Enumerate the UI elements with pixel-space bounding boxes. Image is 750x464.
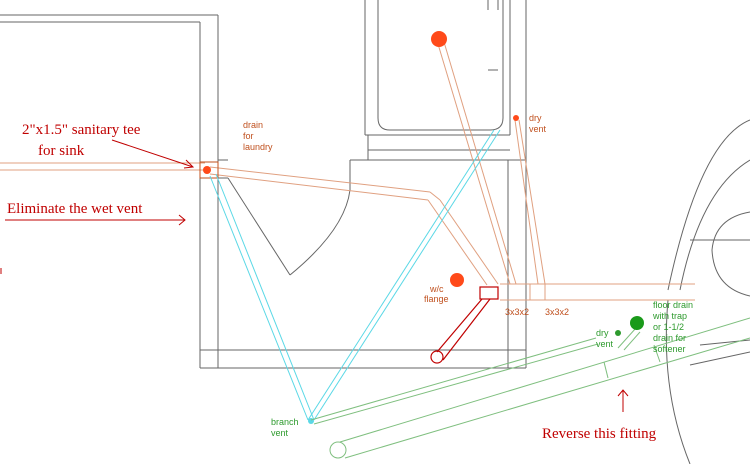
- vent-right-a: [307, 129, 495, 421]
- green-main-b: [344, 337, 750, 459]
- vent-right-b: [313, 129, 501, 421]
- wc-flange-label-2: flange: [424, 294, 449, 304]
- drain-piping: [0, 41, 695, 301]
- sanitary-tee-box: [199, 161, 219, 179]
- dry-vent-top-label-1: dry: [529, 113, 542, 123]
- floor-drain-dot: [630, 316, 644, 330]
- green-vent-b: [313, 343, 599, 425]
- floor-drain-label-1: floor drain: [653, 300, 693, 310]
- floor-drain-label-3: or 1-1/2: [653, 322, 684, 332]
- main-drain-upper: [209, 166, 431, 193]
- green-main-end: [329, 441, 347, 459]
- reverse-fitting-note: Reverse this fitting: [542, 426, 657, 442]
- green-piping: [310, 317, 750, 459]
- dry-vent-top-dot: [513, 115, 519, 121]
- eliminate-wet-vent-note: Eliminate the wet vent: [7, 201, 143, 217]
- main-drain-diag-upper: [429, 191, 441, 201]
- tub-drain-dot: [431, 31, 447, 47]
- tee-arrow-head: [183, 159, 195, 169]
- drain-laundry-label-2: for: [243, 131, 254, 141]
- green-vent-a: [310, 337, 597, 421]
- dry-vent-top-b: [518, 119, 546, 285]
- sanitary-tee-note-line1: 2"x1.5" sanitary tee: [22, 122, 141, 138]
- wc-pipe-lower: [442, 298, 491, 361]
- wet-vent-arrow-head: [178, 214, 186, 226]
- wc-pipe-upper: [436, 298, 483, 353]
- curved-area-outer: [667, 119, 750, 291]
- sink-tee-dot: [203, 166, 211, 174]
- wc-flange-label-1: w/c: [429, 284, 444, 294]
- drain-laundry-label-1: drain: [243, 120, 263, 130]
- dry-vent-bottom-label-1: dry: [596, 328, 609, 338]
- green-riser-a: [617, 327, 637, 349]
- main-drain-lower: [209, 173, 429, 201]
- tub-drain-b: [443, 41, 517, 285]
- green-riser-b: [623, 331, 641, 351]
- lower-right-curve: [665, 299, 691, 464]
- green-fitting-b: [653, 344, 661, 363]
- vent-left-b: [215, 173, 315, 421]
- dry-vent-bottom-dot: [615, 330, 621, 336]
- branch-vent-label-2: vent: [271, 428, 289, 438]
- tub-drain-a: [437, 43, 511, 285]
- curved-area-inner: [711, 211, 750, 297]
- drain-laundry-label-3: laundry: [243, 142, 273, 152]
- green-main-a: [339, 317, 750, 443]
- fitting-right-label: 3x3x2: [545, 307, 569, 317]
- fitting-left-label: 3x3x2: [505, 307, 529, 317]
- reverse-arrow-head: [617, 389, 629, 397]
- dry-vent-top-a: [514, 119, 539, 285]
- floor-drain-label-5: softener: [653, 344, 686, 354]
- tub-corner-detail: [487, 0, 499, 71]
- main-drain-drop-lower: [427, 199, 488, 286]
- branch-vent-label-1: branch: [271, 417, 299, 427]
- wc-fitting-box: [479, 286, 499, 300]
- annotation-arrows: [0, 139, 629, 412]
- curve-line-c: [689, 351, 750, 366]
- main-drain-drop-upper: [439, 199, 499, 285]
- wc-pipe: [430, 286, 499, 364]
- vent-left-a: [209, 175, 309, 421]
- wc-pipe-end: [430, 350, 444, 364]
- curve-line-b: [699, 339, 750, 346]
- wc-flange-dot: [450, 273, 464, 287]
- door-swing-arc: [289, 189, 351, 276]
- tee-arrow-line: [111, 139, 194, 168]
- dry-vent-top-label-2: vent: [529, 124, 547, 134]
- tub-inner: [377, 0, 504, 131]
- dry-vent-bottom-label-2: vent: [596, 339, 614, 349]
- floor-drain-label-4: drain for: [653, 333, 686, 343]
- green-fitting-a: [603, 361, 609, 379]
- floor-drain-label-2: with trap: [652, 311, 687, 321]
- sanitary-tee-note-line2: for sink: [38, 143, 85, 159]
- vent-piping: [209, 129, 501, 424]
- door-leaf: [227, 177, 291, 276]
- curved-area-mid: [679, 159, 750, 291]
